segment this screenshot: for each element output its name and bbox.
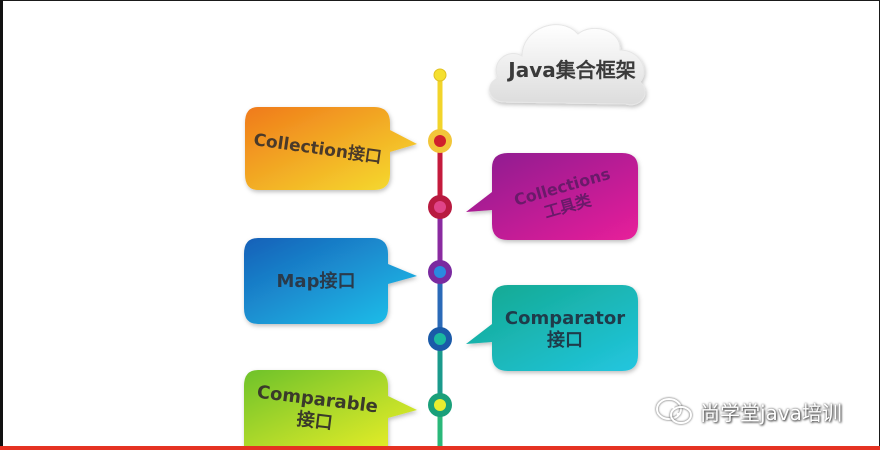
map-label-text: Map接口	[276, 270, 356, 292]
comparable-label-line2: 接口	[295, 408, 334, 435]
cloud-shape	[489, 24, 646, 106]
comparator-label-line2: 接口	[547, 330, 583, 351]
watermark-text: 尚学堂java培训	[700, 400, 842, 425]
bubble-comparator	[466, 285, 638, 371]
watermark: 尚学堂java培训	[654, 396, 842, 426]
bubble-comparable	[244, 370, 417, 450]
timeline-start-dot	[433, 68, 447, 82]
timeline-node-comparable	[428, 393, 452, 417]
cloud-title: Java集合框架	[508, 57, 636, 82]
bubble-collection	[245, 107, 417, 190]
timeline-node-collection	[428, 129, 452, 153]
timeline-node-comparator	[428, 327, 452, 351]
wechat-icon	[656, 398, 692, 424]
comparator-label: Comparator 接口	[492, 300, 638, 360]
collection-label-text: Collection接口	[252, 130, 383, 169]
map-label: Map接口	[244, 260, 388, 304]
timeline-node-collections	[428, 195, 452, 219]
frame-left-border	[0, 0, 3, 450]
bubble-collections	[466, 153, 638, 240]
comparator-label-line1: Comparator	[504, 307, 626, 329]
bottom-red-bar	[0, 446, 880, 450]
bubble-map	[244, 238, 417, 324]
timeline-node-map	[428, 260, 452, 284]
